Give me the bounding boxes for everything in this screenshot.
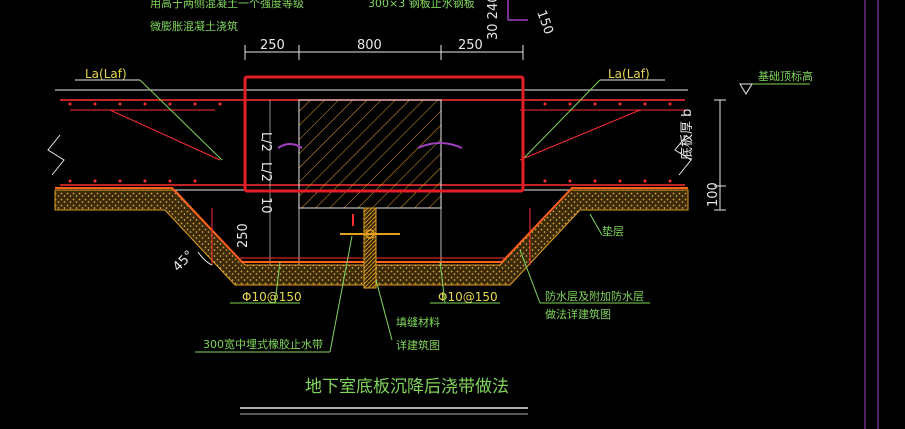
drawing-title: 地下室底板沉降后浇带做法 bbox=[305, 377, 509, 397]
dim-250-right: 250 bbox=[458, 38, 483, 53]
rebar-left-label: Φ10@150 bbox=[242, 290, 302, 304]
top-dimension-chain: 250 800 250 bbox=[244, 38, 524, 60]
cushion-leader bbox=[589, 213, 603, 236]
dim-top-right: 30 240 bbox=[486, 0, 501, 40]
dim-250-left: 250 bbox=[260, 38, 285, 53]
waterproof-label-1: 防水层及附加防水层 bbox=[545, 289, 644, 303]
top-rebar-note: 300×3 钢板止水钢板 bbox=[368, 0, 475, 10]
top-note-line-2: 微膨胀混凝土浇筑 bbox=[150, 19, 238, 33]
waterproof-leader bbox=[519, 249, 541, 304]
fill-leader bbox=[375, 279, 393, 341]
water-stop-arc bbox=[277, 143, 303, 149]
rebar-left-leader bbox=[274, 261, 281, 304]
elevation-marker-icon bbox=[739, 83, 753, 95]
slab-thickness-label: 底板厚 b bbox=[679, 109, 695, 160]
base-elevation-label: 基础顶标高 bbox=[758, 69, 813, 83]
water-stop-leader bbox=[329, 235, 353, 353]
rebar-right-leader bbox=[439, 261, 446, 304]
dim-800: 800 bbox=[357, 38, 382, 53]
la-label-right: La(Laf) bbox=[608, 67, 650, 81]
water-stop-arc bbox=[417, 142, 463, 149]
cushion-label: 垫层 bbox=[602, 224, 624, 238]
dim-100: 100 bbox=[706, 182, 721, 207]
rebar-right-label: Φ10@150 bbox=[438, 290, 498, 304]
dim-l2-upper: L/2 bbox=[258, 132, 273, 152]
water-stop-bulb-icon bbox=[365, 229, 375, 239]
fill-label-1: 填缝材料 bbox=[396, 315, 440, 329]
dim-slope: 150 bbox=[533, 8, 556, 36]
dim-10: 10 bbox=[258, 197, 273, 214]
highlight-box bbox=[243, 75, 525, 193]
top-note-line-1: 用高于两侧混凝土一个强度等级 bbox=[150, 0, 304, 10]
water-stop-label: 300宽中埋式橡胶止水带 bbox=[203, 337, 323, 351]
dim-l2-lower: L/2 bbox=[258, 162, 273, 182]
fill-label-2: 详建筑图 bbox=[396, 338, 440, 352]
la-label-left: La(Laf) bbox=[85, 67, 127, 81]
angle-arc bbox=[197, 251, 213, 266]
angle-label: 45° bbox=[170, 248, 197, 275]
dim-250-vertical: 250 bbox=[236, 223, 251, 248]
fill-material bbox=[363, 207, 377, 289]
waterproof-label-2: 做法详建筑图 bbox=[545, 307, 611, 321]
